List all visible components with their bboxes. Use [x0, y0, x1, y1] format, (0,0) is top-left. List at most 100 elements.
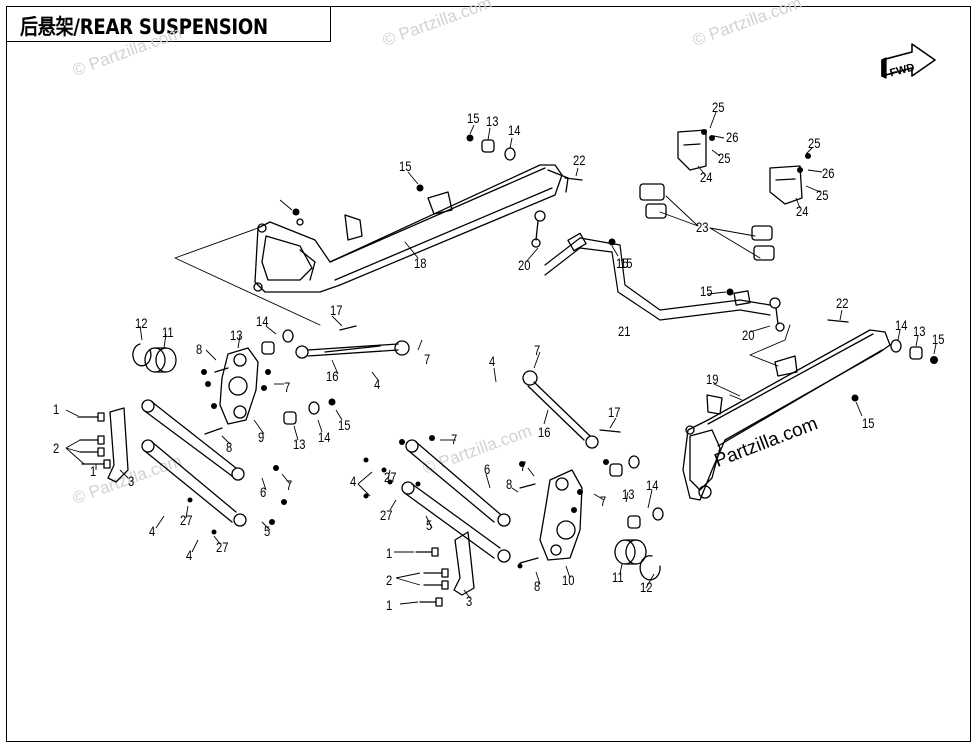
- callout-26: 26: [822, 166, 834, 181]
- callout-3: 3: [128, 474, 134, 489]
- callout-20: 20: [742, 328, 754, 343]
- callout-5: 5: [426, 518, 432, 533]
- lower-arm-right-5: [401, 481, 511, 563]
- callout-13: 13: [913, 324, 925, 339]
- callout-16: 16: [326, 369, 338, 384]
- callout-4: 4: [186, 548, 192, 563]
- callout-3: 3: [466, 594, 472, 609]
- callout-1: 1: [90, 464, 96, 479]
- callout-4: 4: [489, 354, 495, 369]
- title-box: [6, 6, 331, 42]
- callout-1: 1: [53, 402, 59, 417]
- callout-14: 14: [256, 314, 268, 329]
- callout-27: 27: [380, 508, 392, 523]
- bolt-long: [204, 325, 621, 564]
- callout-14: 14: [508, 123, 520, 138]
- bolt: [77, 412, 449, 607]
- callout-19: 19: [706, 372, 718, 387]
- callout-10: 10: [562, 573, 574, 588]
- callout-15: 15: [467, 111, 479, 126]
- callout-17: 17: [608, 405, 620, 420]
- callout-25: 25: [816, 188, 828, 203]
- bracket-lower: [769, 165, 803, 205]
- bushing: [639, 183, 775, 261]
- callout-22: 22: [836, 296, 848, 311]
- callout-18: 18: [414, 256, 426, 271]
- stabilizer-link-right: [769, 297, 785, 332]
- callout-15: 15: [616, 256, 628, 271]
- callout-11: 11: [162, 325, 174, 340]
- callout-7: 7: [600, 494, 606, 509]
- callout-13: 13: [622, 487, 634, 502]
- retaining-ring-left: [132, 343, 152, 367]
- lower-arm-right-6: [405, 439, 511, 527]
- callout-15: 15: [338, 418, 350, 433]
- callout-27: 27: [384, 470, 396, 485]
- callout-14: 14: [646, 478, 658, 493]
- nut: [187, 129, 938, 569]
- callout-27: 27: [180, 513, 192, 528]
- callout-15: 15: [862, 416, 874, 431]
- callout-4: 4: [374, 377, 380, 392]
- mount-plate-right: [453, 531, 475, 596]
- retaining-ring-right: [639, 555, 661, 581]
- leader-lines: [65, 111, 937, 605]
- knuckle-left: [219, 347, 259, 425]
- callout-14: 14: [895, 318, 907, 333]
- callout-21: 21: [618, 324, 630, 339]
- callout-8: 8: [196, 342, 202, 357]
- circlip: [282, 147, 902, 521]
- bolt-22: [564, 177, 849, 323]
- bearing-right: [614, 539, 647, 565]
- callout-24: 24: [700, 170, 712, 185]
- callout-15: 15: [700, 284, 712, 299]
- callout-1: 1: [386, 598, 392, 613]
- callout-27: 27: [216, 540, 228, 555]
- stabilizer-bar: [544, 232, 771, 321]
- trailing-arm-right: [682, 329, 891, 501]
- callout-22: 22: [573, 153, 585, 168]
- callout-13: 13: [293, 437, 305, 452]
- stabilizer-link-left: [531, 210, 546, 248]
- callout-17: 17: [330, 303, 342, 318]
- callout-8: 8: [506, 477, 512, 492]
- callout-16: 16: [538, 425, 550, 440]
- callout-7: 7: [534, 343, 540, 358]
- callout-8: 8: [226, 440, 232, 455]
- callout-14: 14: [318, 430, 330, 445]
- upper-link-right: [522, 370, 599, 449]
- knuckle-right: [539, 469, 583, 561]
- upper-link-left: [295, 340, 410, 359]
- callout-23: 23: [696, 220, 708, 235]
- mount-plate-left: [107, 407, 129, 483]
- callout-8: 8: [534, 579, 540, 594]
- callout-25: 25: [718, 151, 730, 166]
- callout-6: 6: [260, 485, 266, 500]
- callout-24: 24: [796, 204, 808, 219]
- callout-7: 7: [424, 352, 430, 367]
- callout-11: 11: [612, 570, 624, 585]
- callout-7: 7: [286, 478, 292, 493]
- callout-7: 7: [520, 459, 526, 474]
- lower-arm-left-6: [141, 399, 245, 481]
- callout-25: 25: [808, 136, 820, 151]
- callout-2: 2: [386, 573, 392, 588]
- callout-15: 15: [932, 332, 944, 347]
- fwd-arrow-icon: [881, 43, 936, 79]
- callout-1: 1: [386, 546, 392, 561]
- callout-20: 20: [518, 258, 530, 273]
- callout-13: 13: [486, 114, 498, 129]
- callout-15: 15: [399, 159, 411, 174]
- callout-13: 13: [230, 328, 242, 343]
- callout-7: 7: [284, 380, 290, 395]
- callout-5: 5: [264, 524, 270, 539]
- lower-arm-left-5: [141, 439, 247, 527]
- callout-4: 4: [350, 474, 356, 489]
- callout-25: 25: [712, 100, 724, 115]
- callout-9: 9: [258, 430, 264, 445]
- callout-2: 2: [53, 441, 59, 456]
- callout-4: 4: [149, 524, 155, 539]
- bracket-upper: [677, 129, 707, 171]
- callout-6: 6: [484, 462, 490, 477]
